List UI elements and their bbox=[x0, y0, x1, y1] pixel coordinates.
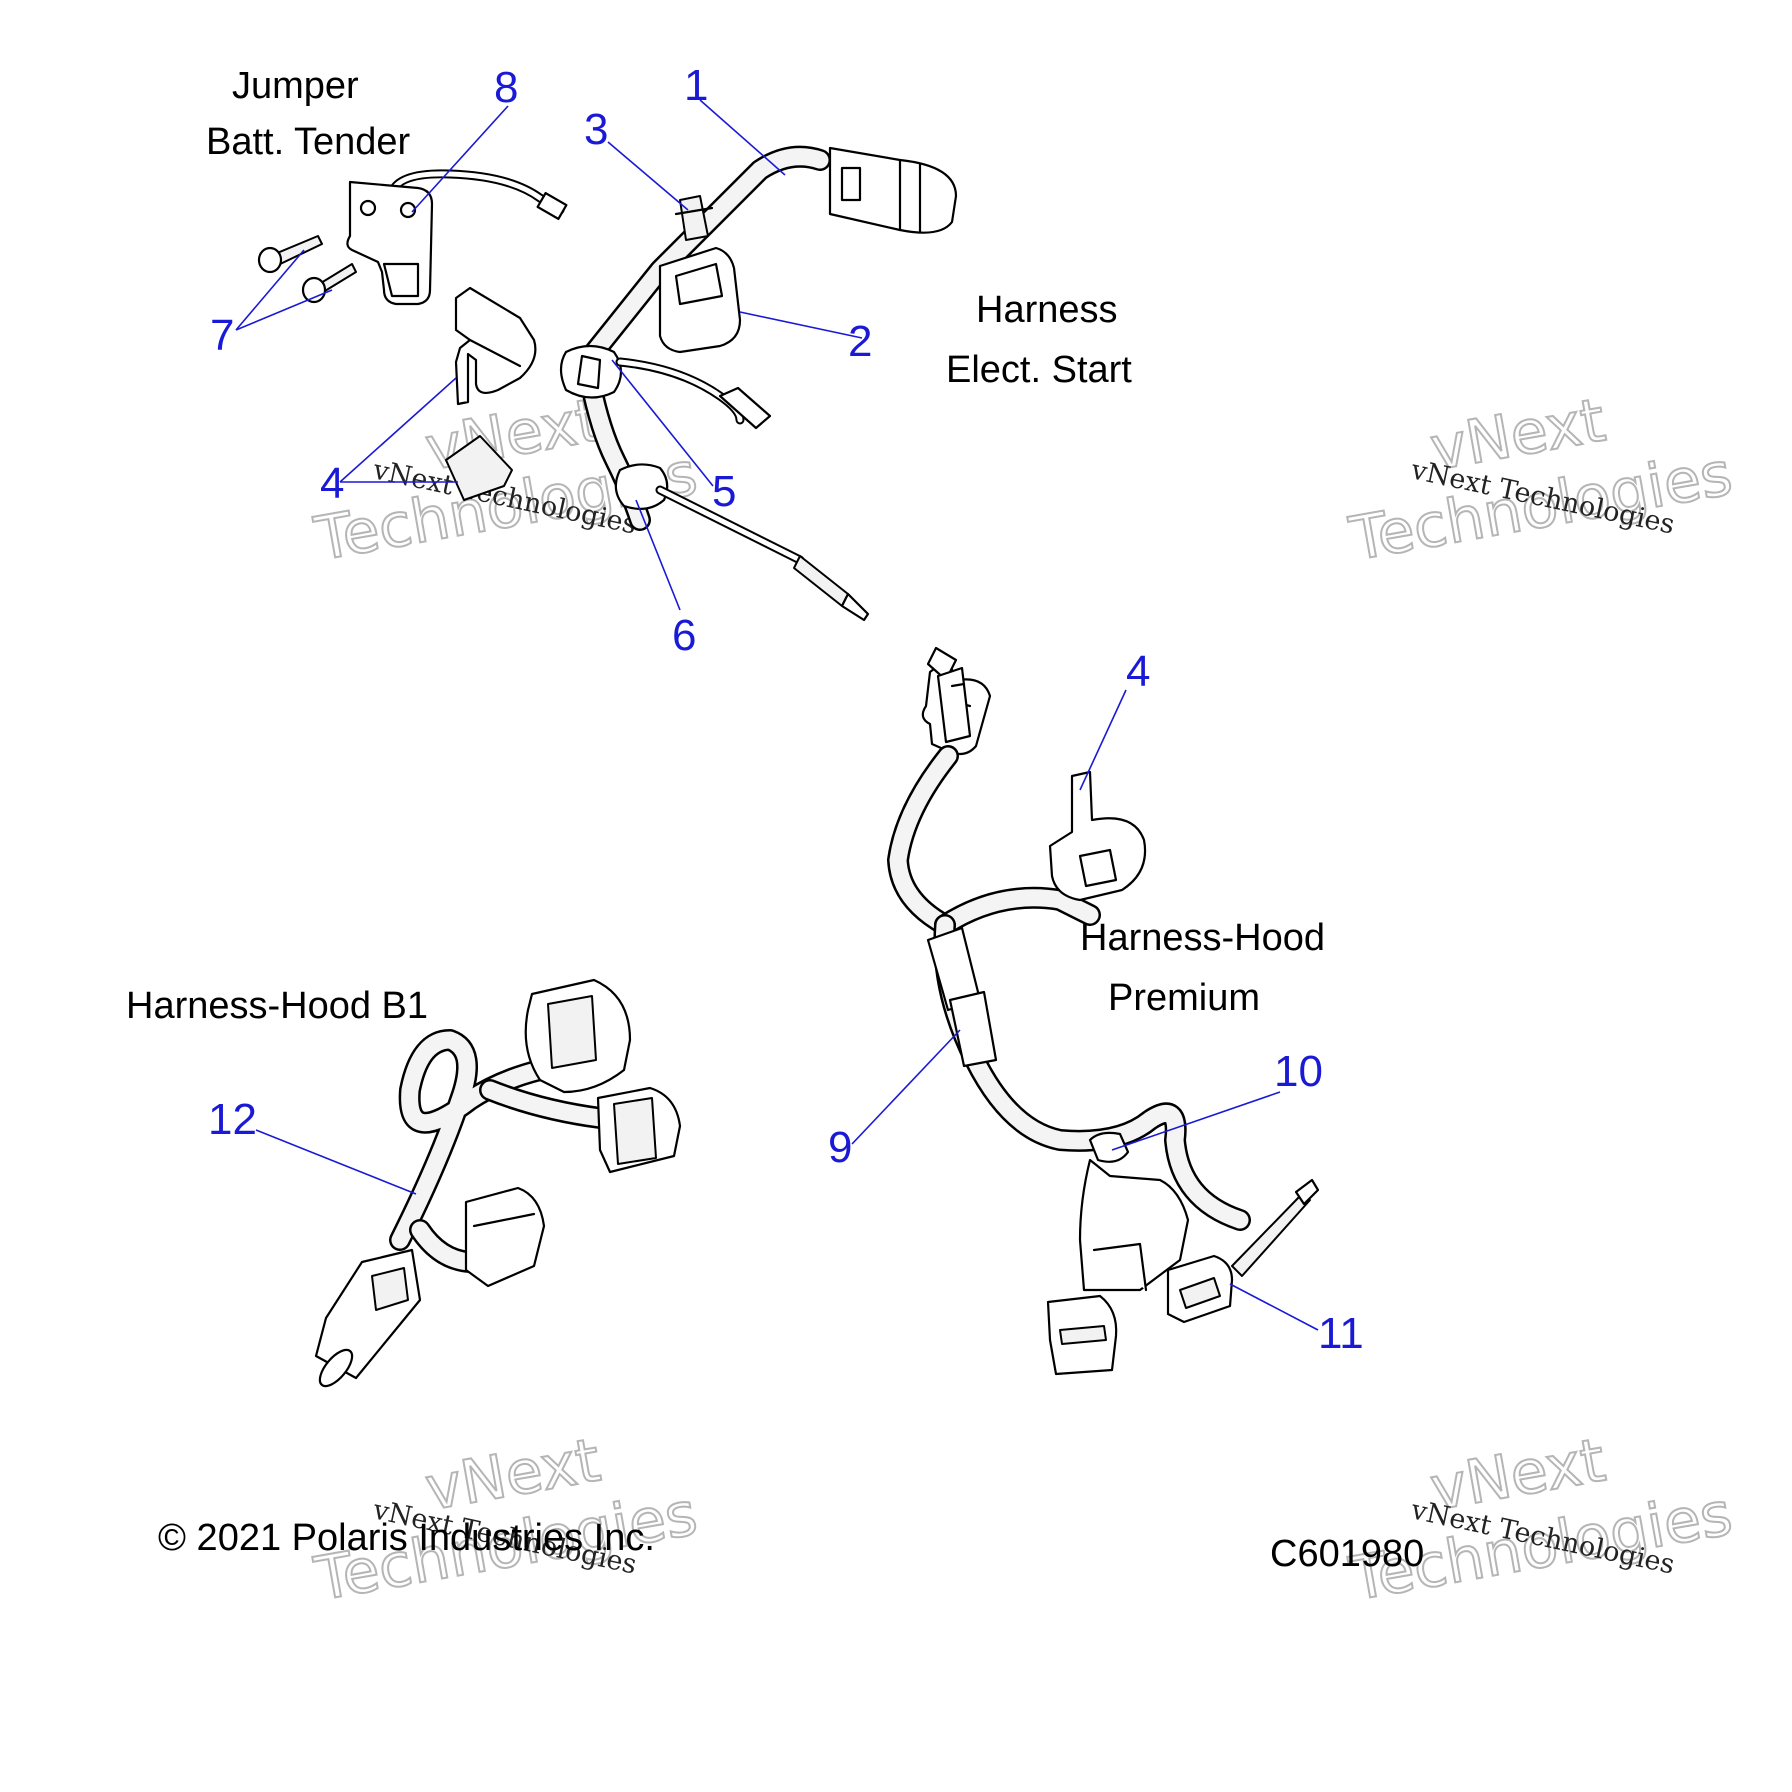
callout-7: 7 bbox=[210, 311, 234, 360]
harness-hood-premium-part bbox=[887, 646, 1320, 1376]
label-premium: Premium bbox=[1108, 977, 1260, 1019]
label-harness: Harness bbox=[976, 289, 1118, 331]
clip-part-top bbox=[445, 286, 537, 501]
callout-3: 3 bbox=[584, 105, 608, 154]
harness-elect-start-part bbox=[559, 145, 958, 622]
harness-hood-b1-part bbox=[314, 978, 682, 1388]
callout-8: 8 bbox=[494, 63, 518, 112]
callout-4-lower: 4 bbox=[1126, 647, 1150, 696]
callout-6: 6 bbox=[672, 611, 696, 660]
watermark-bottom-right: vNext Technologies vNext Technologies bbox=[1343, 1424, 1738, 1616]
callout-5: 5 bbox=[712, 467, 736, 516]
drawing-code: C601980 bbox=[1270, 1533, 1424, 1575]
label-elect-start: Elect. Start bbox=[946, 349, 1132, 391]
label-harness-hood: Harness-Hood bbox=[1080, 917, 1325, 959]
callout-1: 1 bbox=[684, 61, 708, 110]
screw-part-upper bbox=[257, 235, 323, 274]
callout-11: 11 bbox=[1318, 1309, 1364, 1358]
leader-lines bbox=[235, 99, 1319, 1331]
screw-part-lower bbox=[301, 263, 357, 304]
label-harness-hood-b1: Harness-Hood B1 bbox=[126, 985, 428, 1027]
label-batt-tender: Batt. Tender bbox=[206, 121, 411, 163]
copyright-text: © 2021 Polaris Industries Inc. bbox=[158, 1517, 655, 1559]
watermark-top-right: vNext Technologies vNext Technologies bbox=[1343, 384, 1738, 576]
callout-12: 12 bbox=[208, 1095, 257, 1144]
jumper-batt-tender-part bbox=[346, 169, 568, 306]
callout-2: 2 bbox=[848, 317, 872, 366]
callout-9: 9 bbox=[828, 1123, 852, 1172]
callout-10: 10 bbox=[1274, 1047, 1323, 1096]
callout-4-top: 4 bbox=[320, 459, 344, 508]
label-jumper: Jumper bbox=[232, 65, 359, 107]
